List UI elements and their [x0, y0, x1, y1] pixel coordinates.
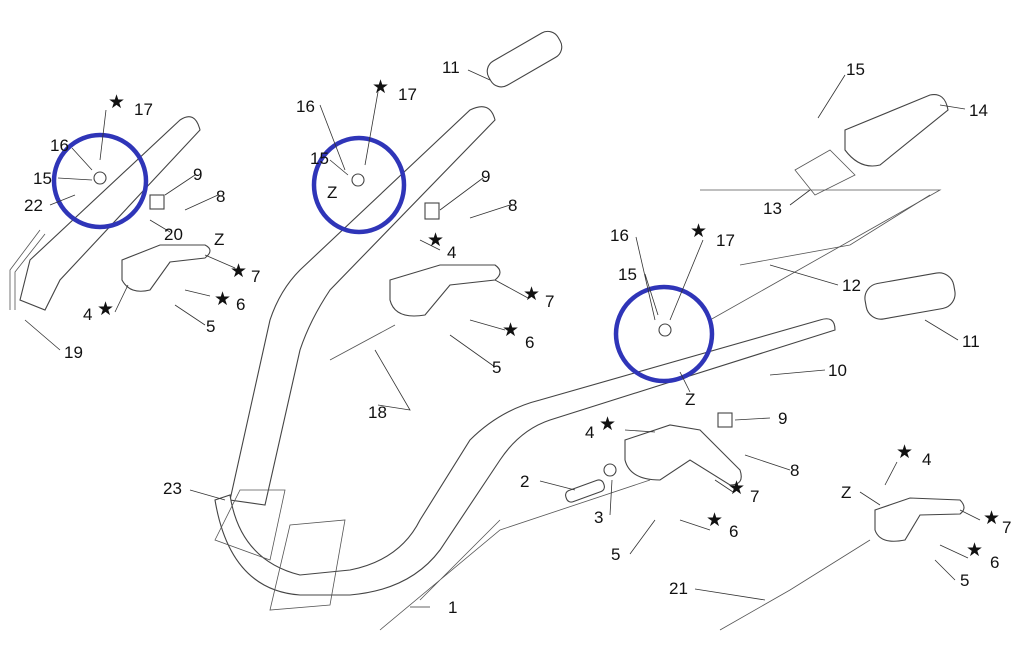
star-icon: ★ [896, 441, 913, 463]
callout-12: 12 [842, 276, 861, 295]
callout-11: 11 [962, 332, 980, 351]
callout-14: 14 [969, 101, 988, 120]
callout-17: 17 [716, 231, 735, 250]
callout-6: 6 [525, 333, 534, 352]
callout-15: 15 [310, 149, 329, 168]
callout-4: 4 [83, 305, 92, 324]
callout-21: 21 [669, 579, 688, 598]
highlight-circle-left [51, 132, 149, 230]
star-icon: ★ [502, 319, 519, 341]
callout-6: 6 [729, 522, 738, 541]
star-icon: ★ [214, 288, 231, 310]
handlebar-drawing [9, 30, 956, 631]
callout-7: 7 [545, 292, 554, 311]
callout-5: 5 [492, 358, 501, 377]
callout-16: 16 [610, 226, 629, 245]
callout-z: Z [685, 390, 695, 409]
callout-17: 17 [134, 100, 153, 119]
callout-4: 4 [585, 423, 594, 442]
callout-7: 7 [1002, 518, 1011, 537]
callout-z: Z [214, 230, 224, 249]
highlight-circle-right [613, 284, 715, 384]
star-icon: ★ [966, 539, 983, 561]
callout-10: 10 [828, 361, 847, 380]
callout-9: 9 [778, 409, 787, 428]
callout-17: 17 [398, 85, 417, 104]
callout-8: 8 [508, 196, 517, 215]
highlight-circles [51, 132, 715, 384]
star-icon: ★ [728, 477, 745, 499]
star-icon: ★ [372, 76, 389, 98]
star-icon: ★ [230, 260, 247, 282]
callout-z: Z [841, 483, 851, 502]
callout-18: 18 [368, 403, 387, 422]
callout-9: 9 [193, 165, 202, 184]
lever-parts [93, 171, 965, 542]
callout-1: 1 [448, 598, 457, 617]
callout-15: 15 [33, 169, 52, 188]
highlight-circle-middle [311, 135, 407, 235]
callout-8: 8 [790, 461, 799, 480]
callout-6: 6 [236, 295, 245, 314]
callout-3: 3 [594, 508, 603, 527]
callout-labels: ★ 17 16 15 22 9 8 20 Z ★ 7 ★ 6 4 ★ 5 19 … [24, 58, 1011, 617]
callout-16: 16 [50, 136, 69, 155]
callout-5: 5 [611, 545, 620, 564]
leader-lines [24, 69, 981, 608]
callout-4: 4 [922, 450, 931, 469]
callout-19: 19 [64, 343, 83, 362]
star-icon: ★ [690, 220, 707, 242]
callout-z: Z [327, 183, 337, 202]
star-icon: ★ [427, 229, 444, 251]
callout-13: 13 [763, 199, 782, 218]
callout-22: 22 [24, 196, 43, 215]
callout-4: 4 [447, 243, 456, 262]
callout-11: 11 [442, 58, 460, 77]
callout-16: 16 [296, 97, 315, 116]
star-icon: ★ [706, 509, 723, 531]
callout-7: 7 [750, 487, 759, 506]
callout-9: 9 [481, 167, 490, 186]
callout-7: 7 [251, 267, 260, 286]
callout-15: 15 [846, 60, 865, 79]
callout-15: 15 [618, 265, 637, 284]
callout-20: 20 [164, 225, 183, 244]
callout-2: 2 [520, 472, 529, 491]
star-icon: ★ [97, 298, 114, 320]
callout-6: 6 [990, 553, 999, 572]
callout-8: 8 [216, 187, 225, 206]
callout-23: 23 [163, 479, 182, 498]
star-icon: ★ [108, 91, 125, 113]
callout-5: 5 [960, 571, 969, 590]
star-icon: ★ [599, 413, 616, 435]
callout-5: 5 [206, 317, 215, 336]
star-icon: ★ [523, 283, 540, 305]
star-icon: ★ [983, 507, 1000, 529]
